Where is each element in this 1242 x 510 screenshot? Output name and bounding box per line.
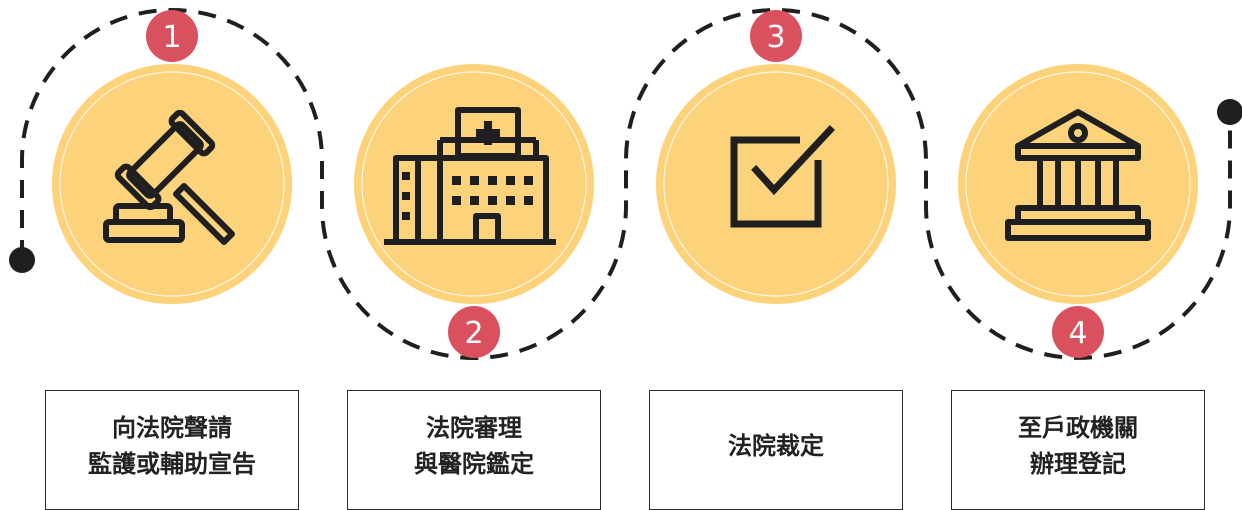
step-number-4: 4 [1068,316,1087,351]
step-label-4: 至戶政機關 辦理登記 [1018,414,1138,478]
step-badge-2: 2 [448,306,500,358]
step-badge-3: 3 [750,10,802,62]
step-box-1: 向法院聲請 監護或輔助宣告 [45,390,299,510]
step-label-3: 法院裁定 [728,432,824,460]
step-box-4: 至戶政機關 辦理登記 [951,390,1205,510]
step-number-1: 1 [162,20,181,55]
dashed-connector [20,8,1232,360]
step-label-1: 向法院聲請 監護或輔助宣告 [88,414,256,478]
checkbox-icon [730,125,835,228]
step-box-3: 法院裁定 [649,390,903,510]
step-box-2: 法院審理 與醫院鑑定 [347,390,601,510]
step-badge-4: 4 [1052,306,1104,358]
courthouse-icon [1005,109,1151,241]
hospital-icon [384,107,556,245]
step-circle-1 [52,64,292,304]
path-end-dot [1217,99,1242,125]
step-number-3: 3 [766,20,785,55]
step-label-2: 法院審理 與醫院鑑定 [414,414,534,478]
step-number-2: 2 [464,316,483,351]
gavel-icon [103,109,235,245]
path-start-dot [9,247,35,273]
step-badge-1: 1 [146,10,198,62]
